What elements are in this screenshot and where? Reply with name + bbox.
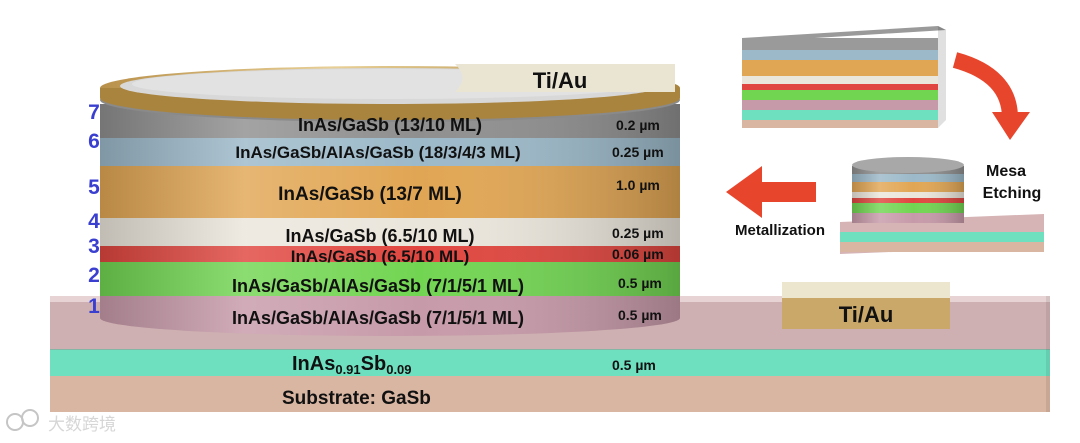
layer-4-number: 4 xyxy=(88,210,100,233)
mesa-stack: Ti/Au xyxy=(100,64,680,336)
watermark: 大数跨境 xyxy=(6,409,116,435)
layer-1-number: 1 xyxy=(88,295,100,318)
mesa-etching-arrow xyxy=(952,52,1030,140)
thickness-labels: 0.2 µm 0.25 µm 1.0 µm 0.25 µm 0.06 µm 0.… xyxy=(612,117,664,323)
side-contact-label: Ti/Au xyxy=(839,302,894,327)
side-contact-pad: Ti/Au xyxy=(782,282,950,329)
svg-text:InAs0.91Sb0.09: InAs0.91Sb0.09 xyxy=(292,353,412,377)
layer-5-number: 5 xyxy=(88,176,100,199)
etched-stack xyxy=(840,157,1044,254)
metallization-arrow xyxy=(726,166,816,218)
layer-2-number: 2 xyxy=(88,264,100,287)
layer-7-number: 7 xyxy=(88,101,100,124)
mesa-etching-label-2: Etching xyxy=(983,185,1042,202)
metallization-label: Metallization xyxy=(735,222,825,239)
layer-1-thickness: 0.5 µm xyxy=(618,307,662,323)
layer-2-label: InAs/GaSb/AlAs/GaSb (7/1/5/1 ML) xyxy=(232,276,524,296)
layer-7-thickness: 0.2 µm xyxy=(616,117,660,133)
layer-numbers: 7 6 5 4 3 2 1 xyxy=(88,101,100,318)
inassb-buffer-layer xyxy=(50,349,1050,376)
buffer-thickness: 0.5 µm xyxy=(612,357,656,373)
layer-5-label: InAs/GaSb (13/7 ML) xyxy=(278,184,462,205)
layer-4-label: InAs/GaSb (6.5/10 ML) xyxy=(285,226,474,246)
layer-7-label: InAs/GaSb (13/10 ML) xyxy=(298,115,482,135)
layer-6-thickness: 0.25 µm xyxy=(612,144,664,160)
substrate-label: Substrate: GaSb xyxy=(282,388,431,409)
layer-6-number: 6 xyxy=(88,130,100,153)
buffer-label: InAs0.91Sb0.09 0.5 µm xyxy=(292,353,656,377)
contact-tab xyxy=(455,64,675,92)
substrate-layer xyxy=(50,376,1050,412)
layer-3-number: 3 xyxy=(88,235,100,258)
layer-1-label: InAs/GaSb/AlAs/GaSb (7/1/5/1 ML) xyxy=(232,308,524,328)
layer-6-label: InAs/GaSb/AlAs/GaSb (18/3/4/3 ML) xyxy=(235,143,520,162)
layer-3-label: InAs/GaSb (6.5/10 ML) xyxy=(291,247,470,266)
watermark-text: 大数跨境 xyxy=(48,415,116,435)
layer-3-thickness: 0.06 µm xyxy=(612,246,664,262)
layer-5-thickness: 1.0 µm xyxy=(616,177,660,193)
mesa-etching-label-1: Mesa xyxy=(986,163,1026,180)
layer-4-thickness: 0.25 µm xyxy=(612,225,664,241)
unprocessed-stack xyxy=(742,26,946,128)
top-contact-label: Ti/Au xyxy=(533,68,588,93)
layer-labels: InAs/GaSb (13/10 ML) InAs/GaSb/AlAs/GaSb… xyxy=(232,115,524,328)
layer-2-thickness: 0.5 µm xyxy=(618,275,662,291)
